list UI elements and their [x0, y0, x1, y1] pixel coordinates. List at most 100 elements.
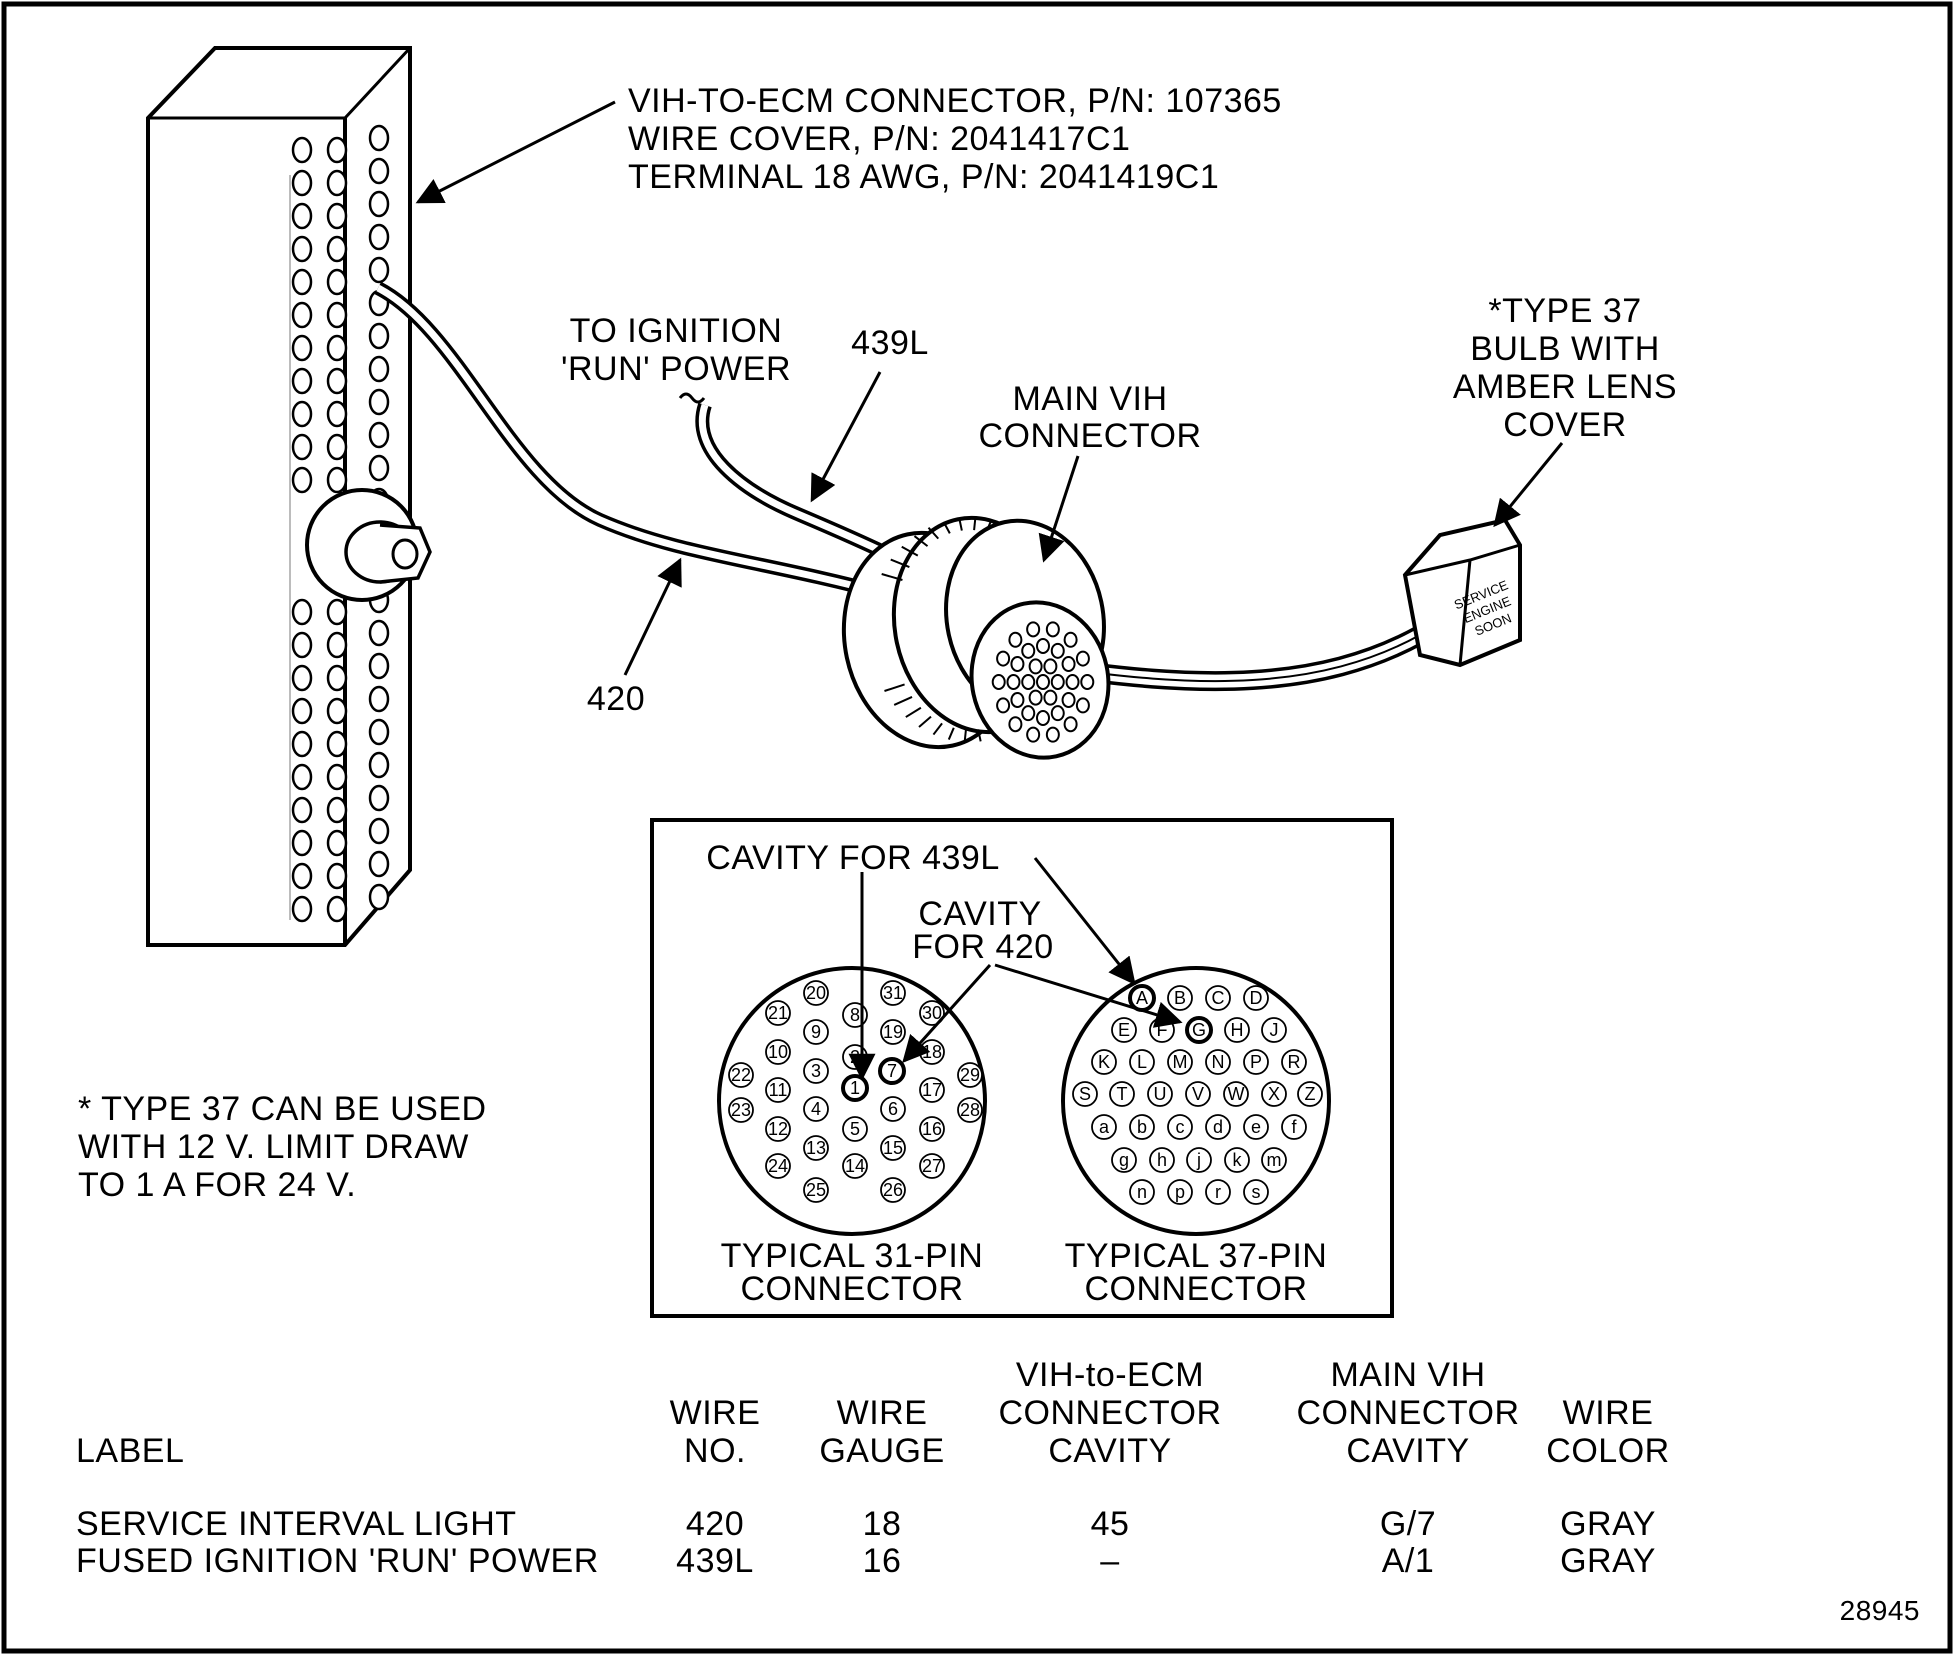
pin-hole-icon — [368, 784, 390, 812]
pin-socket-icon — [996, 697, 1011, 714]
pin-37-label-N: N — [1212, 1052, 1225, 1072]
pin-socket-icon — [1010, 692, 1025, 708]
pin-37-label-R: R — [1288, 1052, 1301, 1072]
pin-31-29 — [957, 1062, 983, 1088]
pin-37-label-B: B — [1174, 988, 1186, 1008]
pin-31-label-23: 23 — [731, 1100, 751, 1120]
pin-31-17 — [919, 1077, 945, 1103]
pin-31-label-1: 1 — [850, 1078, 860, 1098]
pin-31-22 — [728, 1062, 754, 1088]
pin-hole-icon — [326, 829, 348, 857]
col-header-vih-ecm-3: CAVITY — [1048, 1432, 1171, 1470]
pin-socket-icon — [1075, 697, 1090, 714]
row-2-gauge: 16 — [863, 1542, 902, 1580]
pin-hole-icon — [291, 730, 313, 758]
pin-hole-icon — [291, 202, 313, 230]
row-1-color: GRAY — [1560, 1505, 1656, 1543]
pin-37-label-P: P — [1250, 1052, 1262, 1072]
callout-bulb-2: BULB WITH — [1470, 330, 1660, 368]
pin-37-h — [1149, 1147, 1175, 1173]
pin-hole-icon — [291, 895, 313, 923]
callout-main-vih-2: CONNECTOR — [979, 417, 1202, 455]
pin-31-label-5: 5 — [850, 1119, 860, 1139]
pin-37-label-L: L — [1137, 1052, 1147, 1072]
pin-hole-icon — [368, 883, 390, 911]
pin-37-label-n: n — [1137, 1182, 1147, 1202]
pin-31-11 — [765, 1077, 791, 1103]
pin-37-label-D: D — [1250, 988, 1263, 1008]
arrow-cavity-420-31 — [902, 963, 992, 1064]
pin-31-label-14: 14 — [845, 1156, 865, 1176]
pin-37-k — [1224, 1147, 1250, 1173]
pin-31-label-2: 2 — [850, 1047, 860, 1067]
pin-socket-icon — [1045, 726, 1060, 743]
row-2-label: FUSED IGNITION 'RUN' POWER — [76, 1542, 599, 1580]
pin-37-V — [1185, 1081, 1211, 1107]
pin-socket-icon — [1008, 631, 1023, 648]
pin-hole-icon — [368, 190, 390, 218]
pin-37-Z — [1297, 1081, 1323, 1107]
pin-37-e — [1243, 1114, 1269, 1140]
pinout-inset: CAVITY FOR 439L CAVITY FOR 420 123456789… — [650, 818, 1394, 1318]
callout-439l: 439L — [851, 324, 929, 362]
pin-socket-icon — [996, 650, 1011, 667]
pin-hole-icon — [326, 202, 348, 230]
pin-socket-icon — [1036, 710, 1050, 726]
pin-hole-icon — [368, 421, 390, 449]
cavity-420-label-1: CAVITY — [918, 895, 1041, 933]
pin-31-label-25: 25 — [806, 1180, 826, 1200]
pin-hole-icon — [291, 334, 313, 362]
pin-socket-icon — [1021, 674, 1036, 690]
pin-hole-icon — [291, 829, 313, 857]
cavity-420-label-2: FOR 420 — [912, 928, 1053, 966]
pin-31-label-3: 3 — [811, 1061, 821, 1081]
pin-hole-icon — [326, 169, 348, 197]
pin-hole-icon — [368, 619, 390, 647]
pin-hole-icon — [291, 862, 313, 890]
callout-ignition-2: 'RUN' POWER — [561, 350, 791, 388]
pin-37-label-S: S — [1079, 1084, 1091, 1104]
note-line-3: TO 1 A FOR 24 V. — [78, 1166, 356, 1204]
row-2-vih-ecm: – — [1100, 1542, 1119, 1580]
pin-hole-icon — [326, 400, 348, 428]
pin-31-label-12: 12 — [768, 1119, 788, 1139]
col-header-color-2: COLOR — [1546, 1432, 1669, 1470]
connector-bolt — [305, 488, 432, 602]
pin-37-label-T: T — [1117, 1084, 1128, 1104]
pin-37-label-e: e — [1251, 1117, 1261, 1137]
pin-31-15 — [880, 1135, 906, 1161]
pin-socket-icon — [1036, 638, 1050, 654]
caption-37-2: CONNECTOR — [1085, 1270, 1308, 1308]
pin-hole-icon — [368, 817, 390, 845]
main-vih-face-pins — [991, 621, 1095, 743]
pin-hole-icon — [291, 235, 313, 263]
arrow-main-vih — [1038, 455, 1080, 563]
pin-31-20 — [803, 980, 829, 1006]
pin-hole-icon — [326, 631, 348, 659]
pin-37-label-c: c — [1176, 1117, 1185, 1137]
pin-hole-icon — [326, 862, 348, 890]
pin-hole-icon — [291, 631, 313, 659]
pin-hole-icon — [326, 136, 348, 164]
pin-hole-icon — [368, 685, 390, 713]
pin-37-b — [1129, 1114, 1155, 1140]
pin-socket-icon — [1080, 674, 1095, 690]
cavity-439l-label: CAVITY FOR 439L — [706, 839, 999, 877]
pin-37-g — [1111, 1147, 1137, 1173]
pin-31-13 — [803, 1135, 829, 1161]
pin-hole-icon — [326, 763, 348, 791]
pin-hole-icon — [368, 124, 390, 152]
pin-31-19 — [880, 1019, 906, 1045]
pin-socket-icon — [1028, 689, 1043, 706]
col-header-vih-ecm-1: VIH-to-ECM — [1016, 1356, 1204, 1394]
arrow-cavity-420-37 — [994, 963, 1183, 1028]
row-2-wire-no: 439L — [676, 1542, 754, 1580]
pin-37-label-U: U — [1154, 1084, 1167, 1104]
pin-hole-icon — [291, 400, 313, 428]
row-1-wire-no: 420 — [686, 1505, 744, 1543]
pin-31-7 — [878, 1057, 906, 1085]
type-37-bulb: SERVICE ENGINE SOON — [1402, 517, 1522, 668]
callout-vih-line-2: WIRE COVER, P/N: 2041417C1 — [628, 120, 1130, 158]
